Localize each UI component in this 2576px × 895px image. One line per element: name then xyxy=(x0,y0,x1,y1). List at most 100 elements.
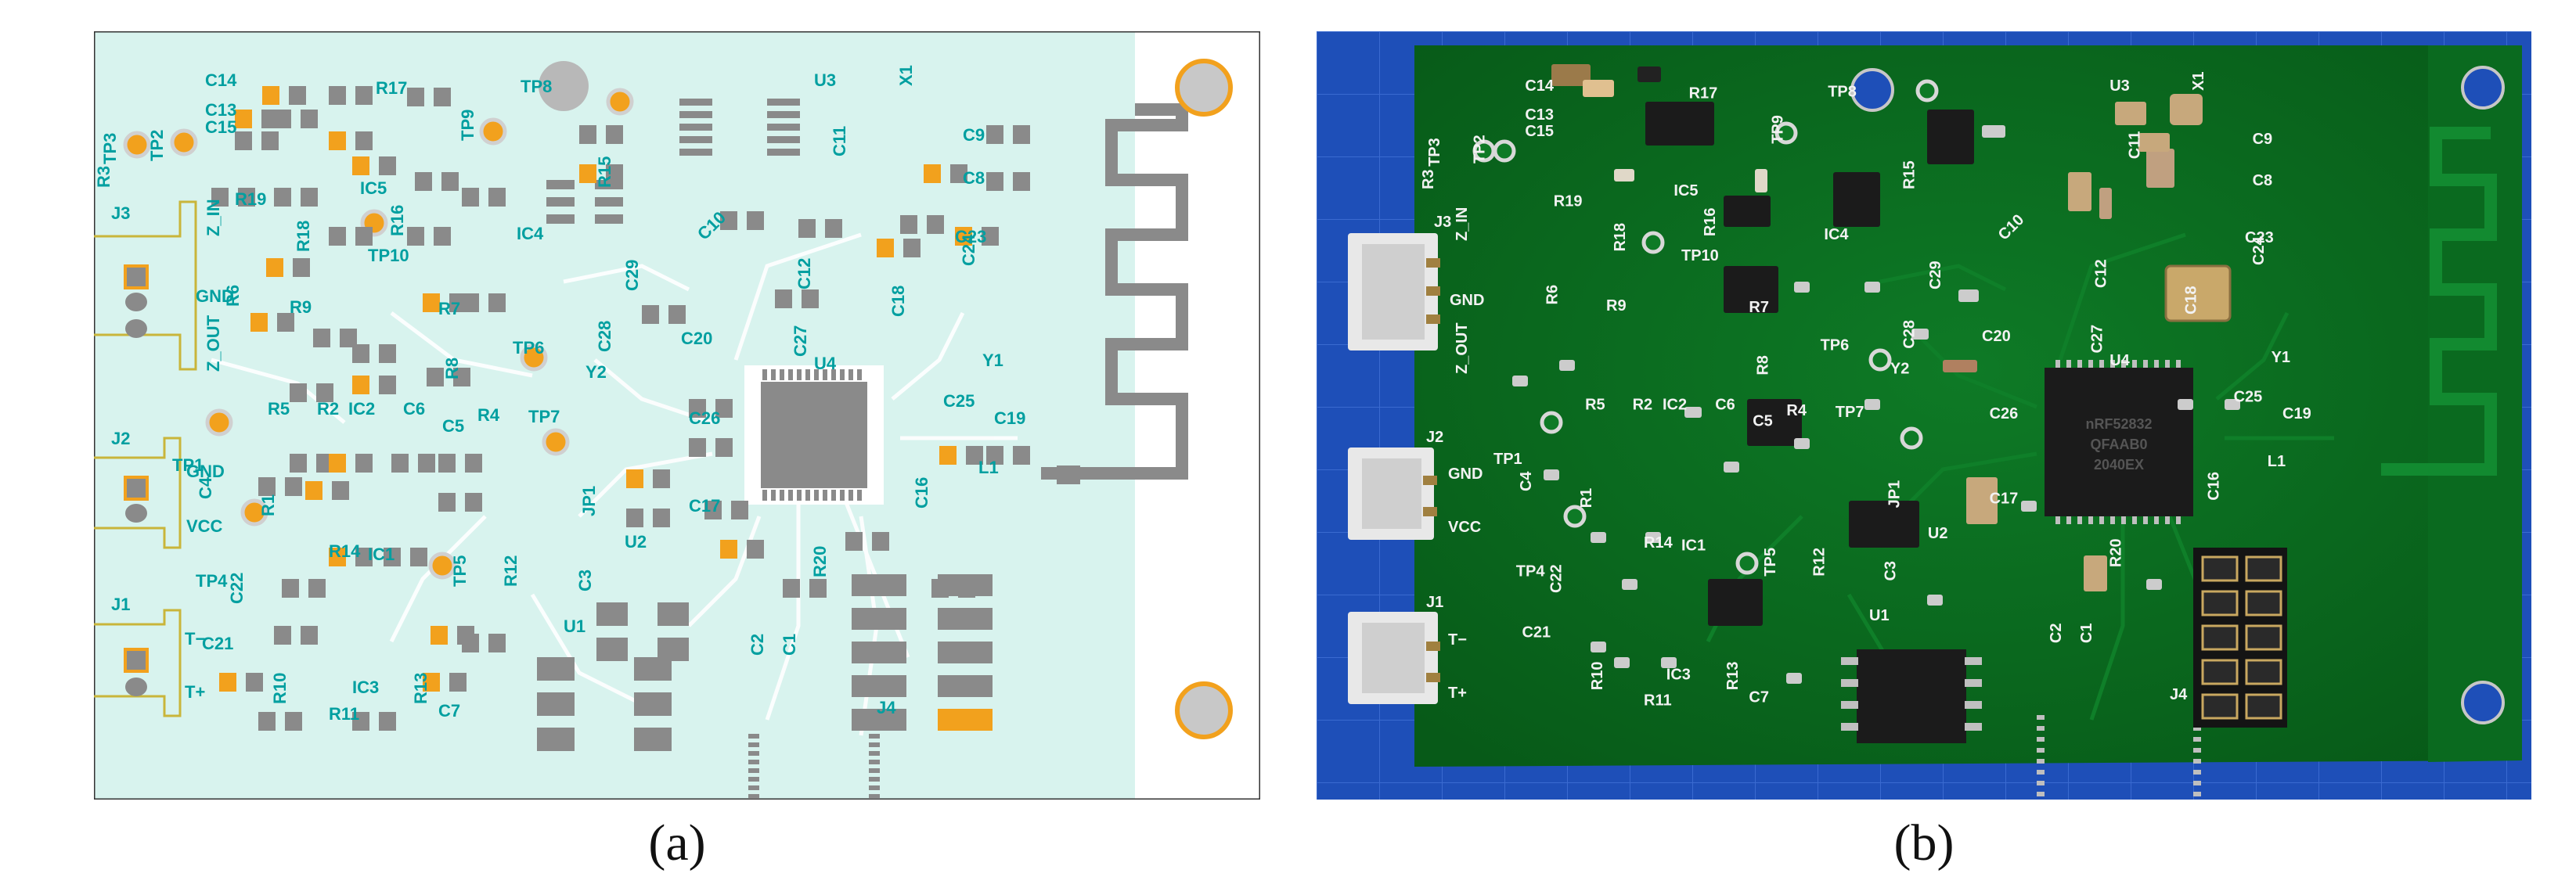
silk-label-r12: R12 xyxy=(1810,548,1828,577)
photo-test-point xyxy=(1900,426,1923,450)
silk-label-l1: L1 xyxy=(978,458,999,477)
j4-pin1 xyxy=(938,709,993,731)
silk-label-c16: C16 xyxy=(912,477,931,509)
silk-label-tp2: TP2 xyxy=(1471,135,1488,164)
pad-pair xyxy=(235,131,279,150)
caption-b: (b) xyxy=(1893,814,1955,872)
silk-label-tp7: TP7 xyxy=(1836,404,1864,421)
silk-label-l1: L1 xyxy=(2268,453,2286,470)
pad-pair xyxy=(258,712,302,731)
pad-pair xyxy=(438,454,482,473)
photo-test-point xyxy=(1774,121,1798,145)
silk-label-c17: C17 xyxy=(1990,491,2019,508)
pad-pair xyxy=(352,156,396,175)
silk-label-c7: C7 xyxy=(438,701,460,721)
photo-component xyxy=(2146,149,2174,188)
photo-test-point xyxy=(1641,231,1665,254)
silk-label-c19: C19 xyxy=(2282,405,2311,422)
silk-label-tp6: TP6 xyxy=(513,338,544,358)
photo-passives xyxy=(1472,64,2240,684)
silk-label-r18: R18 xyxy=(1612,223,1629,252)
silk-label-r2: R2 xyxy=(317,399,339,419)
j1-pin-tplus: T+ xyxy=(185,682,205,702)
silk-label-r11: R11 xyxy=(329,704,359,724)
j3-pin-gnd: GND xyxy=(196,286,234,306)
j3-pin-z-out: Z_OUT xyxy=(204,315,223,372)
pad-pair xyxy=(282,579,326,598)
caption-a: (a) xyxy=(648,814,706,872)
photo-component xyxy=(1786,673,1802,684)
silk-label-tp10: TP10 xyxy=(1681,247,1719,264)
silk-label-tp8: TP8 xyxy=(1828,84,1857,101)
pad-pair xyxy=(274,110,318,128)
pad-pair xyxy=(415,172,459,191)
pad-pair xyxy=(438,493,482,512)
silk-label-c27: C27 xyxy=(791,325,810,357)
silk-label-ic1: IC1 xyxy=(1681,537,1706,555)
silk-label-r8: R8 xyxy=(1754,355,1771,376)
j2-pin-vcc: VCC xyxy=(186,516,223,536)
photo-j1-pin-tminus: T− xyxy=(1448,631,1467,649)
silk-label-c15: C15 xyxy=(205,117,236,137)
silk-label-c26: C26 xyxy=(689,408,720,428)
silk-label-tp3: TP3 xyxy=(100,133,120,164)
pad-pair xyxy=(642,305,686,324)
test-points xyxy=(123,88,634,580)
silk-label-c26: C26 xyxy=(1990,405,2019,422)
silk-label-tp10: TP10 xyxy=(368,246,409,265)
photo-test-point xyxy=(1493,139,1516,163)
photo-j3-label: J3 xyxy=(1434,214,1451,231)
photo-component xyxy=(1724,462,1739,473)
silk-label-u3: U3 xyxy=(814,70,836,90)
photo-component xyxy=(1864,282,1880,293)
pad-pair xyxy=(798,219,842,238)
silk-label-c27: C27 xyxy=(2089,325,2106,354)
silk-label-u2: U2 xyxy=(1928,525,1948,542)
pad-pair xyxy=(626,509,670,527)
silk-label-r7: R7 xyxy=(1749,299,1769,316)
silk-label-c3: C3 xyxy=(575,570,595,591)
photo-u4-chip: nRF52832 QFAAB0 2040EX xyxy=(2037,360,2201,796)
silk-label-x1: X1 xyxy=(896,65,916,86)
silk-label-c22: C22 xyxy=(1547,564,1565,593)
silk-label-c9: C9 xyxy=(2253,131,2273,148)
silk-label-c6: C6 xyxy=(403,399,425,419)
silk-label-c22: C22 xyxy=(227,573,247,604)
silk-label-r10: R10 xyxy=(270,673,290,704)
silk-label-tp1: TP1 xyxy=(1493,451,1522,468)
photo-component xyxy=(1958,289,1979,302)
silk-label-j4: J4 xyxy=(2170,686,2188,703)
photo-component xyxy=(2115,102,2146,125)
pad-pair xyxy=(391,454,435,473)
silk-label-u4: U4 xyxy=(2109,352,2130,369)
silk-label-c29: C29 xyxy=(622,260,642,291)
silk-label-c5: C5 xyxy=(1753,413,1773,430)
pad-pair xyxy=(423,673,467,692)
silk-label-ic5: IC5 xyxy=(360,178,387,198)
pad-pair xyxy=(262,86,306,105)
silk-label-ic1: IC1 xyxy=(368,545,395,564)
silk-label-c17: C17 xyxy=(689,496,720,516)
pad-pair xyxy=(626,469,670,488)
silk-label-c28: C28 xyxy=(1901,320,1918,349)
silk-label-c4: C4 xyxy=(196,476,215,499)
silk-label-c6: C6 xyxy=(1715,396,1735,413)
antenna-feed xyxy=(1057,465,1080,484)
photo-component xyxy=(2084,555,2107,591)
photo-component xyxy=(1927,110,1974,164)
photo-j2-pin-gnd: GND xyxy=(1448,465,1483,483)
silk-label-r17: R17 xyxy=(376,78,407,98)
ic-footprints xyxy=(537,99,993,751)
chip-marking-2: QFAAB0 xyxy=(2090,437,2147,452)
pad-pair xyxy=(462,293,506,312)
pad-pair xyxy=(579,164,623,183)
antenna-keepout xyxy=(1135,31,1260,800)
silk-label-tp4: TP4 xyxy=(1516,563,1546,580)
silk-label-u4: U4 xyxy=(814,354,837,373)
photo-component xyxy=(1864,399,1880,410)
silk-label-r10: R10 xyxy=(1589,661,1606,690)
silk-label-r1: R1 xyxy=(1578,488,1595,509)
silk-label-y1: Y1 xyxy=(2272,349,2290,366)
